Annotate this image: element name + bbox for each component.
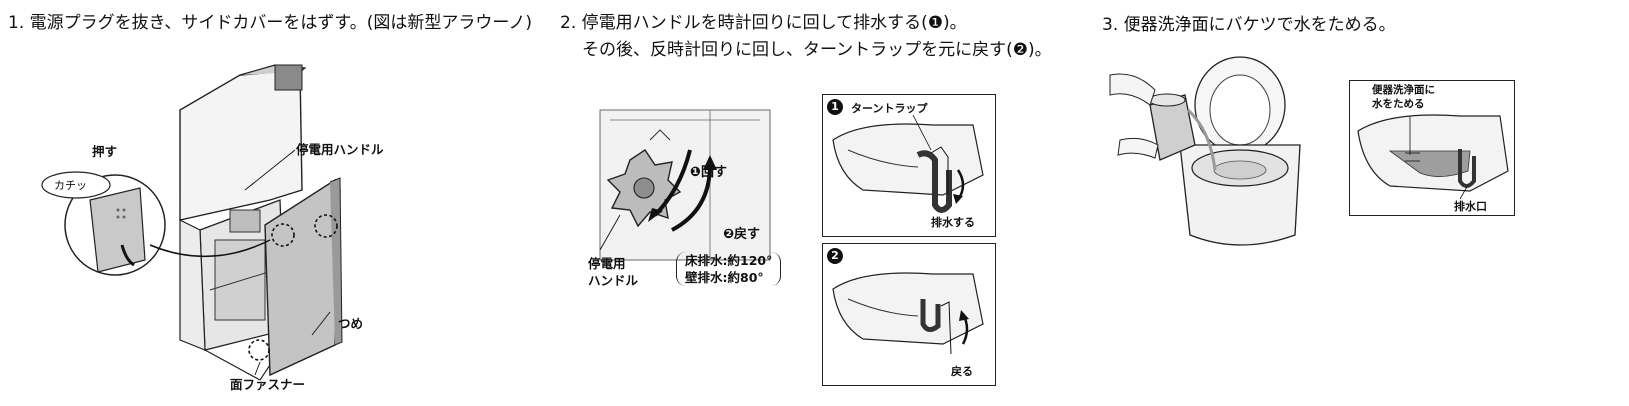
tab-label: つめ xyxy=(338,316,364,331)
turn-trap-label: ターントラップ xyxy=(851,102,928,115)
step3-cutaway-panel: 便器洗浄面に 水をためる 排水口 xyxy=(1349,80,1515,216)
wall-angle: 壁排水:約80° xyxy=(685,270,764,285)
water-note-line2: 水をためる xyxy=(1372,98,1425,110)
step2-panel-return: 2 戻る xyxy=(822,243,996,386)
angle-note: 床排水:約120° 壁排水:約80° xyxy=(676,252,782,286)
panel1-cutaway xyxy=(832,114,984,213)
drain-outlet-label: 排水口 xyxy=(1454,200,1487,213)
floor-angle: 床排水:約120° xyxy=(685,253,773,268)
step1-title-text: 1. 電源プラグを抜き、サイドカバーをはずす。(図は新型アラウーノ) xyxy=(8,13,532,33)
step1-illustration xyxy=(41,64,343,381)
drain-caption: 排水する xyxy=(931,216,975,229)
fastener-label: 面ファスナー xyxy=(230,377,306,392)
step3-cutaway xyxy=(1357,114,1509,200)
panel2-number: 2 xyxy=(827,248,843,264)
handle-label-step1: 停電用ハンドル xyxy=(296,142,384,157)
turn-label: ❶回す xyxy=(690,165,728,180)
step2-panel-drain: 1 ターントラップ 排水する xyxy=(822,94,996,237)
step3-title-text: 3. 便器洗浄面にバケツで水をためる。 xyxy=(1102,15,1396,35)
click-label: カチッ xyxy=(54,179,87,192)
handle-label-step2-line1: 停電用 xyxy=(588,256,626,271)
push-label: 押す xyxy=(92,144,118,159)
return-label: ❷戻す xyxy=(723,227,761,242)
step2-title: 2. 停電用ハンドルを時計回りに回して排水する(❶)。 その後、反時計回りに回し… xyxy=(560,10,1052,64)
step3-bucket-illustration xyxy=(1109,56,1301,246)
water-note-line1: 便器洗浄面に xyxy=(1372,84,1435,96)
step2-handle-illustration xyxy=(599,109,771,261)
step2-title-line1: 2. 停電用ハンドルを時計回りに回して排水する(❶)。 xyxy=(560,13,967,33)
step3-title: 3. 便器洗浄面にバケツで水をためる。 xyxy=(1102,12,1396,39)
panel2-cutaway xyxy=(832,272,984,355)
return-caption: 戻る xyxy=(951,365,973,378)
handle-label-step2-line2: ハンドル xyxy=(588,273,639,288)
step2-title-line2: その後、反時計回りに回し、ターントラップを元に戻す(❷)。 xyxy=(582,40,1052,60)
step1-title: 1. 電源プラグを抜き、サイドカバーをはずす。(図は新型アラウーノ) xyxy=(8,10,532,37)
panel1-number: 1 xyxy=(827,99,843,115)
